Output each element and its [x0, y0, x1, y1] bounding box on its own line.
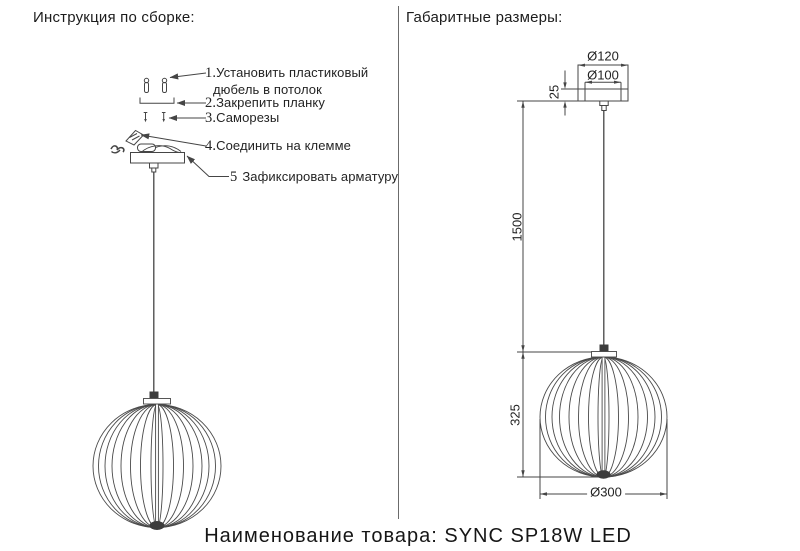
right-panel-title: Габаритные размеры: [406, 9, 563, 26]
dim-25-lines [563, 70, 567, 116]
dim-label-suspension-length: 1500 [509, 212, 525, 242]
dim-1500-325-lines [517, 101, 611, 478]
screws-drawing [143, 112, 166, 123]
dimension-drawing [517, 63, 668, 499]
assembly-step-3: 3.Саморезы [205, 110, 279, 127]
dim-120-arrows [578, 63, 628, 84]
assembly-step-1: 1.Установить пластиковый дюбель в потоло… [205, 65, 388, 97]
leader-step-1 [169, 72, 207, 80]
leader-step-4 [140, 133, 207, 147]
leader-lines [140, 72, 229, 177]
shade-drawing-right [539, 344, 668, 479]
assembly-drawing [92, 72, 229, 530]
terminal-wires-drawing [110, 129, 182, 154]
dim-label-shade-diameter: Ø300 [587, 484, 625, 500]
dowel-drawing [143, 77, 168, 93]
product-name-caption: Наименование товара: SYNC SP18W LED [204, 525, 632, 547]
step-text: Саморезы [216, 110, 280, 125]
step-number: 3. [205, 110, 217, 126]
dim-label-plate-diameter: Ø100 [587, 67, 619, 83]
canopy-drawing [130, 145, 185, 173]
dim-label-shade-height: 325 [507, 404, 523, 426]
step-text: Соединить на клемме [216, 138, 351, 153]
step-number: 5 [230, 169, 238, 185]
step-text: Зафиксировать арматуру [242, 169, 399, 184]
dim-label-canopy-diameter: Ø120 [587, 48, 619, 64]
step-number: 1. [205, 65, 217, 81]
dim-label-canopy-height: 25 [546, 84, 562, 100]
assembly-step-2: 2.Закрепить планку [205, 95, 325, 112]
step-number: 4. [205, 138, 217, 154]
step-text: Установить пластиковый дюбель в потолок [213, 65, 369, 97]
leader-step-5 [186, 155, 229, 177]
step-text: Закрепить планку [216, 95, 325, 110]
assembly-step-4: 4.Соединить на клемме [205, 138, 351, 155]
bracket-drawing [139, 97, 175, 104]
step-number: 2. [205, 95, 217, 111]
left-panel-title: Инструкция по сборке: [33, 9, 195, 26]
assembly-step-5: 5 Зафиксировать арматуру [230, 169, 398, 186]
shade-drawing [92, 391, 222, 530]
